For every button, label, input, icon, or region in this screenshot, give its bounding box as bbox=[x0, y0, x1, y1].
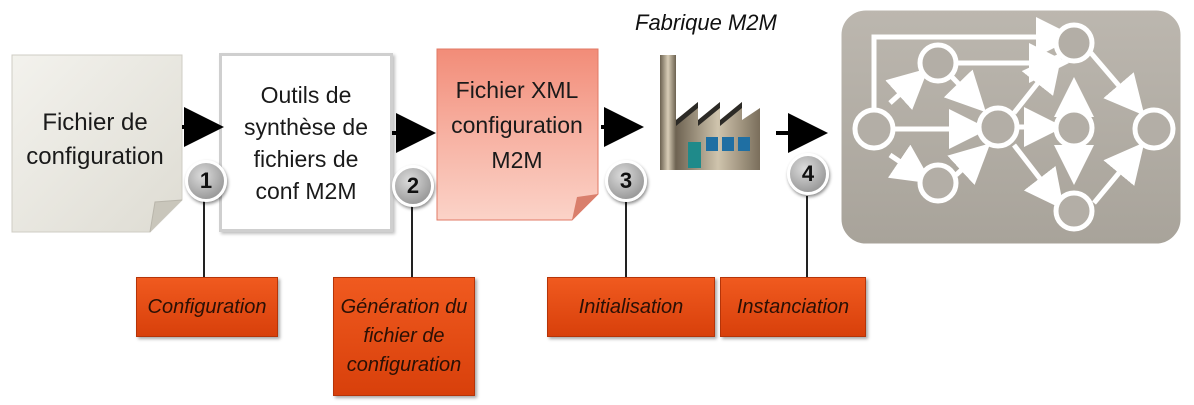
fabrique-title: Fabrique M2M bbox=[635, 10, 777, 35]
step-4-label: Instanciation bbox=[720, 277, 866, 337]
step3-connector bbox=[625, 200, 627, 278]
xml-file-box: Fichier XML configuration M2M bbox=[451, 76, 583, 173]
step-3-badge: 3 bbox=[605, 160, 647, 202]
step-4-badge: 4 bbox=[787, 153, 829, 195]
step-1-label: Configuration bbox=[136, 277, 278, 337]
step-3-label: Initialisation bbox=[547, 277, 715, 337]
synthesis-tools-box: Outils de synthèse de fichiers de conf M… bbox=[243, 81, 369, 204]
step-1-badge: 1 bbox=[185, 160, 227, 202]
step-2-label: Génération du fichier de configuration bbox=[333, 277, 475, 396]
step-2-badge: 2 bbox=[392, 165, 434, 207]
config-file-doc-shape bbox=[11, 54, 183, 233]
graph-network-icon bbox=[838, 7, 1184, 247]
step1-connector bbox=[203, 200, 205, 278]
config-file-box: Fichier de configuration bbox=[26, 109, 164, 170]
factory-icon bbox=[660, 55, 760, 170]
xml-file-doc-shape bbox=[436, 48, 599, 221]
step2-connector bbox=[411, 200, 413, 278]
step4-connector bbox=[806, 196, 808, 278]
